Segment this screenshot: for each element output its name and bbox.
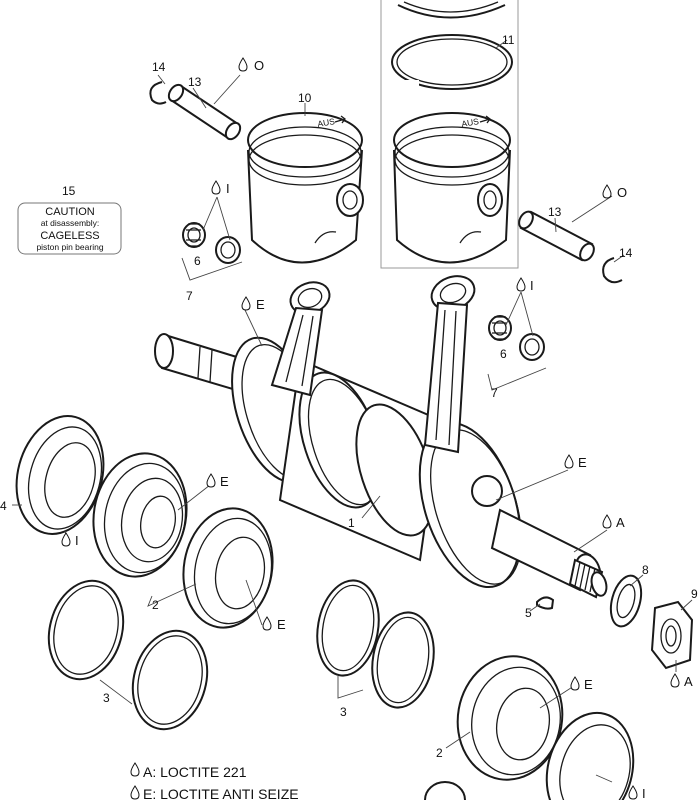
- drop-icon: [516, 277, 526, 292]
- drop-icon: [211, 180, 221, 195]
- drop-icon: [206, 473, 216, 488]
- callout-8: 8: [642, 563, 649, 577]
- code-i-bottom: I: [642, 786, 646, 800]
- ball-bearing-2-bottom: [456, 655, 564, 781]
- o-ring-3-left: [47, 579, 209, 731]
- callout-numbers: 14 13 10 11 15 13 14 6 7 6 7 1 4 2 5 8 9…: [0, 33, 698, 760]
- svg-text:AUS: AUS: [317, 116, 336, 129]
- callout-13-right: 13: [548, 205, 562, 219]
- piston-pin-13-right: [518, 210, 595, 262]
- drop-icon: [238, 57, 248, 72]
- crankshaft-assembly-1: [154, 333, 608, 599]
- legend-loctite-anti-seize: E: LOCTITE ANTI SEIZE: [143, 786, 299, 800]
- oil-seal-4: [15, 415, 105, 535]
- o-ring-3-center: [316, 579, 435, 709]
- callout-14-left: 14: [152, 60, 166, 74]
- callout-14-right: 14: [619, 246, 633, 260]
- code-i-left: I: [226, 181, 230, 196]
- legend: A: LOCTITE 221 E: LOCTITE ANTI SEIZE: [130, 762, 299, 800]
- legend-loctite-221: A: LOCTITE 221: [143, 764, 247, 780]
- code-o-right: O: [617, 185, 627, 200]
- nut-9: [650, 600, 694, 670]
- svg-text:AUS: AUS: [461, 116, 480, 129]
- caution-box-15: CAUTION at disassembly: CAGELESS piston …: [17, 202, 122, 255]
- callout-6-left: 6: [194, 254, 201, 268]
- drop-icon: [130, 785, 140, 800]
- needle-bearing-6-left: [182, 222, 241, 264]
- callout-6-right: 6: [500, 347, 507, 361]
- piston-set-frame: [380, 0, 519, 269]
- ball-bearing-2-left: [92, 452, 188, 578]
- code-o-left: O: [254, 58, 264, 73]
- code-e-bearing2: E: [277, 617, 286, 632]
- drop-icon: [241, 296, 251, 311]
- caution-line-3: piston pin bearing: [36, 242, 103, 252]
- callout-1: 1: [348, 516, 355, 530]
- piston-pin-13-left: [167, 83, 242, 141]
- drop-icon: [262, 616, 272, 631]
- woodruff-key-5: [536, 596, 555, 610]
- drop-icon: [61, 532, 71, 547]
- piston-10-left: AUS: [247, 112, 364, 264]
- code-a-nut: A: [684, 674, 693, 689]
- caution-line-2: CAGELESS: [40, 230, 99, 242]
- code-e-web: E: [578, 455, 587, 470]
- piston-ring-11: [391, 34, 513, 90]
- circlip-14-right: [602, 257, 623, 284]
- connecting-rod-left: [270, 281, 331, 397]
- ball-bearing-2-right: [182, 507, 274, 629]
- callout-10: 10: [298, 91, 312, 105]
- piston-right: AUS: [393, 112, 511, 264]
- drop-icon: [564, 454, 574, 469]
- needle-bearing-6-right: [488, 315, 545, 361]
- product-code-markers: O I O I E E A E E I A E I: [61, 57, 693, 800]
- code-e-bearing3: E: [584, 677, 593, 692]
- callout-7-right: 7: [491, 386, 498, 400]
- callout-3-left: 3: [103, 691, 110, 705]
- callout-2-bottom: 2: [436, 746, 443, 760]
- caution-line-1: at disassembly:: [41, 218, 100, 228]
- callout-15: 15: [62, 184, 76, 198]
- callout-9: 9: [691, 587, 698, 601]
- drop-icon: [130, 762, 140, 777]
- drop-icon: [670, 673, 680, 688]
- oil-seal-bottom: [424, 711, 635, 800]
- drop-icon: [602, 514, 612, 529]
- callout-4: 4: [0, 499, 7, 513]
- callout-7-left: 7: [186, 289, 193, 303]
- callout-3-center: 3: [340, 705, 347, 719]
- washer-8: [609, 574, 643, 628]
- circlip-14-left: [149, 81, 167, 105]
- piston-ring-top-partial: [397, 1, 506, 19]
- connecting-rod-right: [423, 275, 476, 454]
- callout-2-left: 2: [152, 598, 159, 612]
- code-e-rod: E: [256, 297, 265, 312]
- callout-11: 11: [502, 33, 515, 47]
- drop-icon: [602, 184, 612, 199]
- callout-5: 5: [525, 606, 532, 620]
- code-a-shaft: A: [616, 515, 625, 530]
- drop-icon: [628, 785, 638, 800]
- code-i-seal: I: [75, 533, 79, 548]
- caution-title: CAUTION: [45, 206, 95, 218]
- callout-13-left: 13: [188, 75, 202, 89]
- drop-icon: [570, 676, 580, 691]
- code-i-right: I: [530, 278, 534, 293]
- code-e-bearing1: E: [220, 474, 229, 489]
